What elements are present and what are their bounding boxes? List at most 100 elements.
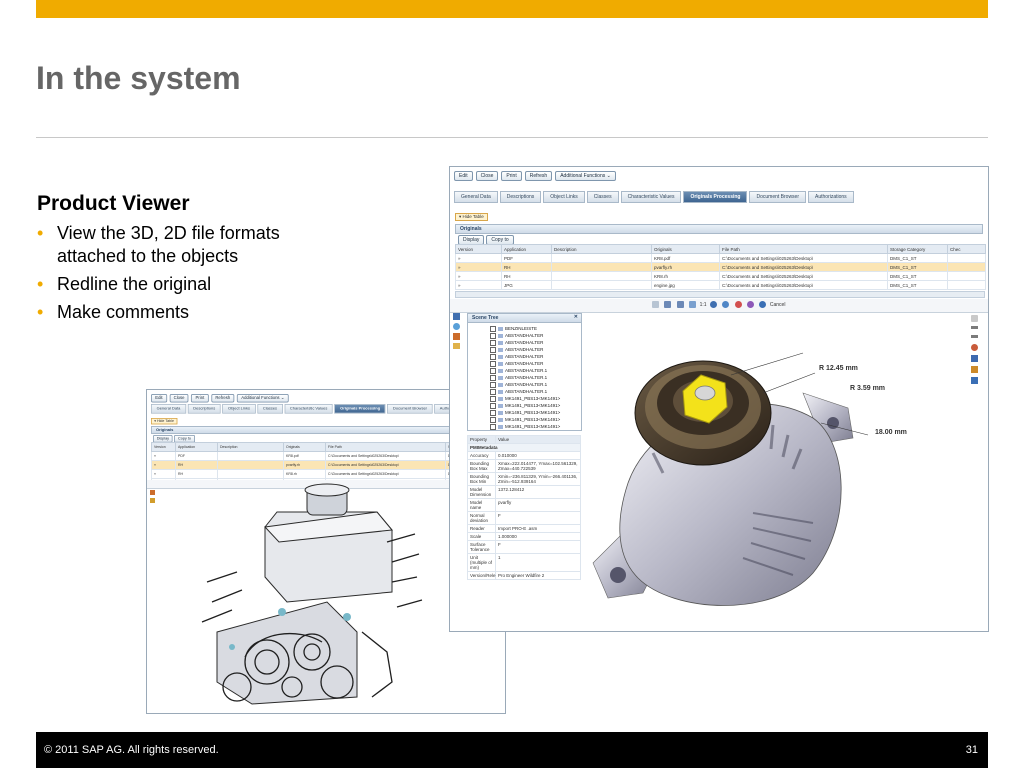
tab-general-data[interactable]: General Data: [454, 191, 498, 203]
tree-icon[interactable]: [453, 333, 460, 340]
hand-icon[interactable]: [971, 315, 978, 322]
column-header[interactable]: Originals: [283, 442, 326, 452]
scene-tree-item[interactable]: ABSTANDHALTER: [490, 346, 581, 353]
dimension-label[interactable]: 18.00 mm: [875, 429, 907, 436]
column-header[interactable]: Version: [455, 244, 502, 254]
shade-icon[interactable]: [709, 301, 717, 308]
scene-tree-item[interactable]: MK1491_PBS13<MK1491>: [490, 416, 581, 423]
scene-tree-item[interactable]: BENZINLEISTE: [490, 325, 581, 332]
pan-icon[interactable]: [676, 301, 684, 308]
tab-authorizations[interactable]: Authorizations: [808, 191, 854, 203]
wireframe-icon[interactable]: [722, 301, 730, 308]
refresh-button[interactable]: Refresh: [211, 394, 235, 403]
checkbox[interactable]: [490, 325, 496, 332]
checkbox[interactable]: [490, 360, 496, 367]
cancel-button[interactable]: Cancel: [769, 301, 786, 308]
tab-characteristic-values[interactable]: Characteristic Values: [284, 404, 333, 414]
tab-document-browser[interactable]: Document Browser: [387, 404, 433, 414]
props-group-row[interactable]: PMIMetadata: [467, 443, 581, 452]
pen-icon[interactable]: [971, 335, 978, 338]
column-header[interactable]: Version: [151, 442, 176, 452]
scene-tree-item[interactable]: ABSTANDHALTER: [490, 332, 581, 339]
print-button[interactable]: Print: [191, 394, 209, 403]
checkbox[interactable]: [490, 381, 496, 388]
property-row[interactable]: Unit (multiple of mm)1: [467, 553, 581, 572]
scene-tree-item[interactable]: MK1491_PBS13<MK1491>: [490, 402, 581, 409]
column-header[interactable]: Property: [467, 435, 496, 444]
checkbox[interactable]: [490, 374, 496, 381]
color-icon[interactable]: [734, 301, 742, 308]
additional-functions-button[interactable]: Additional Functions ⌄: [555, 171, 616, 181]
tab-object-links[interactable]: Object Links: [543, 191, 585, 203]
tab-classes[interactable]: Classes: [257, 404, 283, 414]
zoom-ratio[interactable]: 1:1: [699, 301, 707, 308]
close-button[interactable]: Close: [169, 394, 189, 403]
close-icon[interactable]: ✕: [573, 314, 578, 320]
light-icon[interactable]: [759, 301, 767, 308]
checkbox[interactable]: [490, 346, 496, 353]
column-header[interactable]: Value: [495, 435, 581, 444]
scene-tree-item[interactable]: ABSTANDHALTER.1: [490, 381, 581, 388]
measure-icon[interactable]: [971, 377, 978, 384]
palette-icon[interactable]: [971, 344, 978, 351]
dimension-label[interactable]: R 3.59 mm: [850, 385, 886, 392]
checkbox[interactable]: [490, 423, 496, 430]
tab-general-data[interactable]: General Data: [151, 404, 186, 414]
column-header[interactable]: Description: [217, 442, 284, 452]
3d-viewport[interactable]: R 12.45 mm R 3.59 mm 18.00 mm: [583, 313, 987, 630]
scene-tree-item[interactable]: ABSTANDHALTER: [490, 360, 581, 367]
scene-tree-item[interactable]: MK1491_PBS13<MK1491>: [490, 395, 581, 402]
column-header[interactable]: Storage Category: [887, 244, 948, 254]
checkbox[interactable]: [490, 409, 496, 416]
info-icon[interactable]: [453, 313, 460, 320]
edit-button[interactable]: Edit: [454, 171, 473, 181]
marker-icon[interactable]: [971, 366, 978, 373]
horizontal-scrollbar[interactable]: [455, 291, 985, 298]
folder-icon[interactable]: [453, 343, 460, 349]
column-header[interactable]: File Path: [719, 244, 888, 254]
print-button[interactable]: Print: [501, 171, 522, 181]
checkbox[interactable]: [490, 332, 496, 339]
text-icon[interactable]: [971, 355, 978, 362]
rotate-icon[interactable]: [664, 301, 672, 308]
checkbox[interactable]: [490, 367, 496, 374]
refresh-button[interactable]: Refresh: [524, 171, 553, 181]
tab-document-browser[interactable]: Document Browser: [749, 191, 806, 203]
scene-tree-item[interactable]: ABSTANDHALTER: [490, 339, 581, 346]
checkbox[interactable]: [490, 416, 496, 423]
checkbox[interactable]: [490, 353, 496, 360]
scene-tree-item[interactable]: ABSTANDHALTER.1: [490, 388, 581, 395]
tab-descriptions[interactable]: Descriptions: [187, 404, 221, 414]
checkbox[interactable]: [490, 402, 496, 409]
column-header[interactable]: Originals: [651, 244, 720, 254]
close-button[interactable]: Close: [475, 171, 499, 181]
hide-table-button[interactable]: ▾ Hide Table: [151, 418, 178, 425]
dimension-label[interactable]: R 12.45 mm: [819, 365, 858, 372]
tab-object-links[interactable]: Object Links: [222, 404, 256, 414]
scene-tree-item[interactable]: MK1491_PBS13<MK1491>: [490, 409, 581, 416]
column-header[interactable]: Application: [501, 244, 552, 254]
scene-tree-item[interactable]: ABSTANDHALTER.1: [490, 374, 581, 381]
edit-button[interactable]: Edit: [151, 394, 167, 403]
select-icon[interactable]: [652, 301, 659, 308]
tab-characteristic-values[interactable]: Characteristic Values: [620, 191, 682, 203]
tab-descriptions[interactable]: Descriptions: [499, 191, 542, 203]
scene-tree-item[interactable]: ABSTANDHALTER.1: [490, 367, 581, 374]
hide-table-button[interactable]: ▾ Hide Table: [455, 213, 488, 221]
checkbox[interactable]: [490, 395, 496, 402]
additional-functions-button[interactable]: Additional Functions ⌄: [237, 394, 289, 403]
pen-icon[interactable]: [971, 326, 978, 329]
scene-tree-item[interactable]: ABSTANDHALTER: [490, 353, 581, 360]
